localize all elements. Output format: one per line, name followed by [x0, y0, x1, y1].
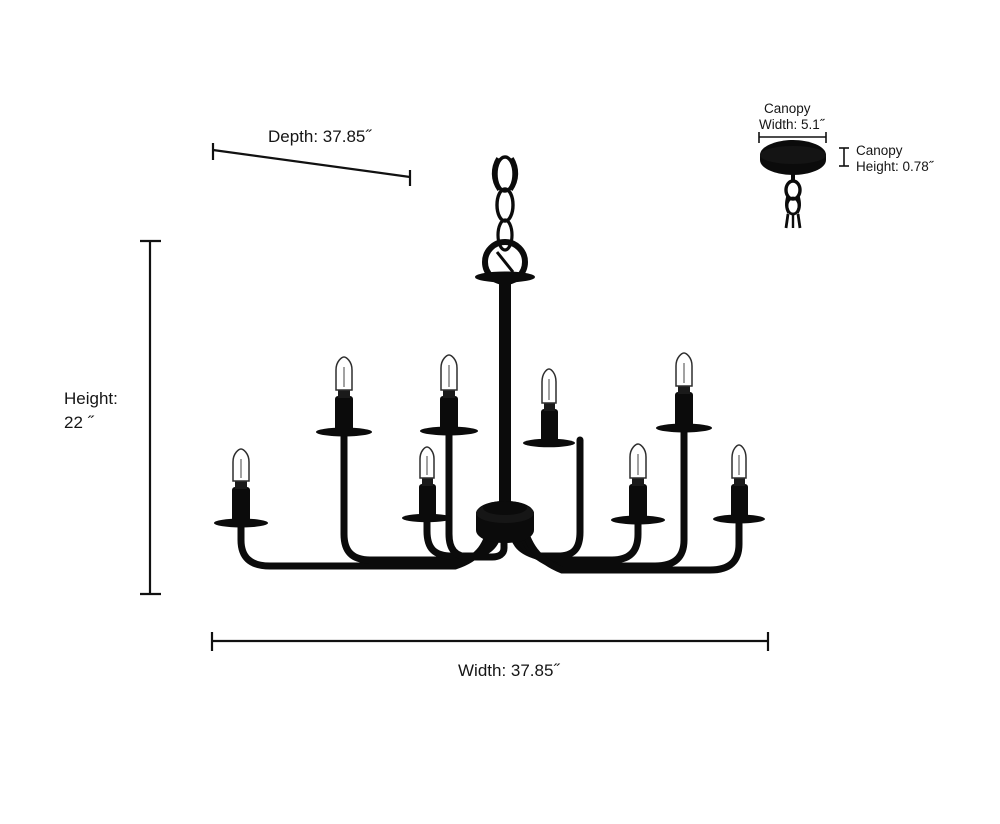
hub-collar — [483, 501, 527, 515]
height-label-line2: 22 ˝ — [64, 413, 95, 432]
width-dimension: Width: 37.85˝ — [210, 632, 770, 680]
chain-link-1-right — [509, 157, 519, 192]
arm-4 — [445, 396, 508, 561]
stem — [499, 277, 511, 512]
depth-line — [212, 148, 411, 179]
width-label: Width: 37.85˝ — [458, 661, 560, 680]
socket-collar-2 — [338, 390, 350, 398]
depth-label: Depth: 37.85˝ — [268, 127, 372, 146]
candle-3 — [402, 446, 452, 523]
canopy-width-label-line1: Canopy — [764, 101, 811, 116]
socket-7 — [675, 392, 693, 432]
candle-1 — [214, 448, 268, 528]
socket-8 — [731, 484, 748, 523]
canopy-chain-strand-left — [784, 213, 790, 229]
chain — [491, 155, 519, 252]
candle-7 — [656, 352, 712, 433]
depth-dimension: Depth: 37.85˝ — [211, 127, 412, 186]
socket-1 — [232, 487, 250, 527]
candle-6 — [611, 443, 665, 525]
candle-5 — [523, 368, 575, 448]
socket-collar-6 — [632, 478, 644, 486]
canopy-height-dimension: Canopy Height: 0.78˝ — [839, 143, 935, 174]
socket-collar-5 — [544, 403, 555, 411]
arm-8 — [517, 499, 743, 574]
socket-collar-8 — [734, 478, 745, 486]
chandelier-illustration — [214, 155, 765, 574]
socket-collar-3 — [422, 478, 433, 486]
candle-4 — [420, 354, 478, 436]
socket-6 — [629, 484, 647, 524]
candle-2 — [316, 356, 372, 437]
socket-5 — [541, 409, 558, 447]
ring-cross-strand — [495, 251, 515, 273]
candle-8 — [713, 444, 765, 524]
socket-collar-4 — [443, 390, 455, 398]
socket-3 — [419, 484, 436, 522]
height-dimension: Height: 22 ˝ — [64, 239, 161, 596]
canopy-chain-strand-right — [796, 213, 802, 229]
height-label-line1: Height: — [64, 389, 118, 408]
socket-collar-1 — [235, 481, 247, 489]
chain-link-1-left — [491, 157, 501, 192]
canopy-height-label-line1: Canopy — [856, 143, 903, 158]
canopy-width-label-line2: Width: 5.1˝ — [759, 117, 826, 132]
socket-collar-7 — [678, 386, 690, 394]
chain-link-3 — [496, 218, 514, 252]
canopy-detail-illustration — [760, 140, 826, 229]
socket-4 — [440, 396, 458, 435]
canopy-disc-top — [760, 146, 826, 164]
canopy-height-label-line2: Height: 0.78˝ — [856, 159, 935, 174]
canopy-width-dimension: Canopy Width: 5.1˝ — [758, 101, 827, 143]
socket-2 — [335, 396, 353, 436]
center-hub — [476, 501, 534, 543]
chain-link-1 — [494, 155, 516, 193]
